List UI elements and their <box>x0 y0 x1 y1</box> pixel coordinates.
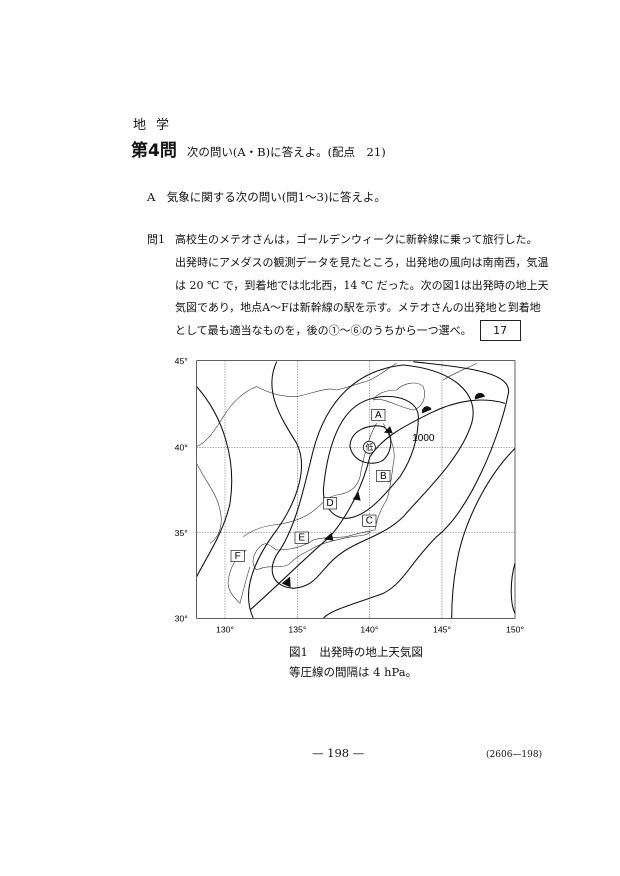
coastlines <box>196 363 477 604</box>
lon-tick: 135° <box>288 625 306 635</box>
weather-map: 低 1000 A B C D E F 45° 40° 35° 30° 130° … <box>175 356 524 635</box>
question-title: 次の問い(A・B)に答えよ。(配点 21) <box>186 145 386 159</box>
subject-heading: 地学 <box>133 118 180 133</box>
q1-label: 問1 <box>147 233 165 246</box>
lon-tick: 150° <box>506 625 524 635</box>
q1-line: として最も適当なものを，後の①～⑥のうちから一つ選べ。 <box>175 323 472 337</box>
lat-tick: 35° <box>175 528 188 538</box>
lat-tick: 40° <box>175 443 188 453</box>
svg-text:C: C <box>366 516 373 527</box>
question-number: 第4問 <box>131 141 177 161</box>
isobar <box>510 563 516 614</box>
figure-caption: 図1 出発時の地上天気図 <box>289 645 423 659</box>
fronts <box>249 392 506 611</box>
q1-line: 出発時にアメダスの観測データを見たところ，出発地の風向は南南西，気温 <box>175 256 549 269</box>
isobar <box>196 386 233 577</box>
question-header: 第4問 次の問い(A・B)に答えよ。(配点 21) <box>131 141 386 161</box>
lat-tick: 45° <box>175 356 188 366</box>
stations: A B C D E F <box>230 409 391 562</box>
isobar <box>248 361 302 619</box>
lat-tick: 30° <box>175 614 188 624</box>
low-label: 低 <box>365 442 373 452</box>
answer-box[interactable]: 17 <box>479 320 521 341</box>
isobar <box>451 447 516 619</box>
isobar <box>322 395 419 519</box>
lon-tick: 140° <box>360 625 378 635</box>
isobars <box>196 361 516 619</box>
svg-text:E: E <box>298 533 305 544</box>
station-c: C <box>362 514 377 527</box>
station-e: E <box>294 531 309 544</box>
q1-line: は 20 ℃ で，到着地では北北西，14 ℃ だった。次の図1は出発時の地上天 <box>175 279 549 292</box>
q1-last-row: として最も適当なものを，後の①～⑥のうちから一つ選べ。 17 <box>175 320 521 341</box>
page-code: (2606—198) <box>486 750 543 760</box>
station-f: F <box>230 550 245 562</box>
part-a-heading: A 気象に関する次の問い(問1～3)に答えよ。 <box>147 190 386 204</box>
svg-text:D: D <box>326 498 333 509</box>
map-frame <box>196 360 516 619</box>
q1-line: 高校生のメテオさんは，ゴールデンウィークに新幹線に乗って旅行した。 <box>175 233 538 246</box>
isobar <box>271 364 474 589</box>
low-pressure-marker: 低 <box>362 440 376 454</box>
svg-text:B: B <box>380 471 387 482</box>
graticule <box>196 360 515 619</box>
q1-line: 気図であり，地点A～Fは新幹線の駅を示す。メテオさんの出発地と到着地 <box>175 301 541 314</box>
svg-text:A: A <box>375 410 382 421</box>
station-b: B <box>376 470 391 482</box>
svg-text:F: F <box>235 551 241 562</box>
lon-tick: 130° <box>216 625 234 635</box>
station-d: D <box>323 497 337 510</box>
figure-note: 等圧線の間隔は 4 hPa。 <box>289 665 418 679</box>
warm-front <box>369 399 506 457</box>
lon-tick: 145° <box>433 625 451 635</box>
cold-front <box>249 456 371 611</box>
isobar <box>322 361 509 619</box>
isobar-label: 1000 <box>412 433 435 444</box>
lon-ticks: 130° 135° 140° 145° 150° <box>216 625 524 635</box>
station-a: A <box>371 409 386 421</box>
isobar <box>349 425 392 464</box>
lat-ticks: 45° 40° 35° 30° <box>175 356 188 624</box>
page-number: — 198 — <box>312 746 365 760</box>
